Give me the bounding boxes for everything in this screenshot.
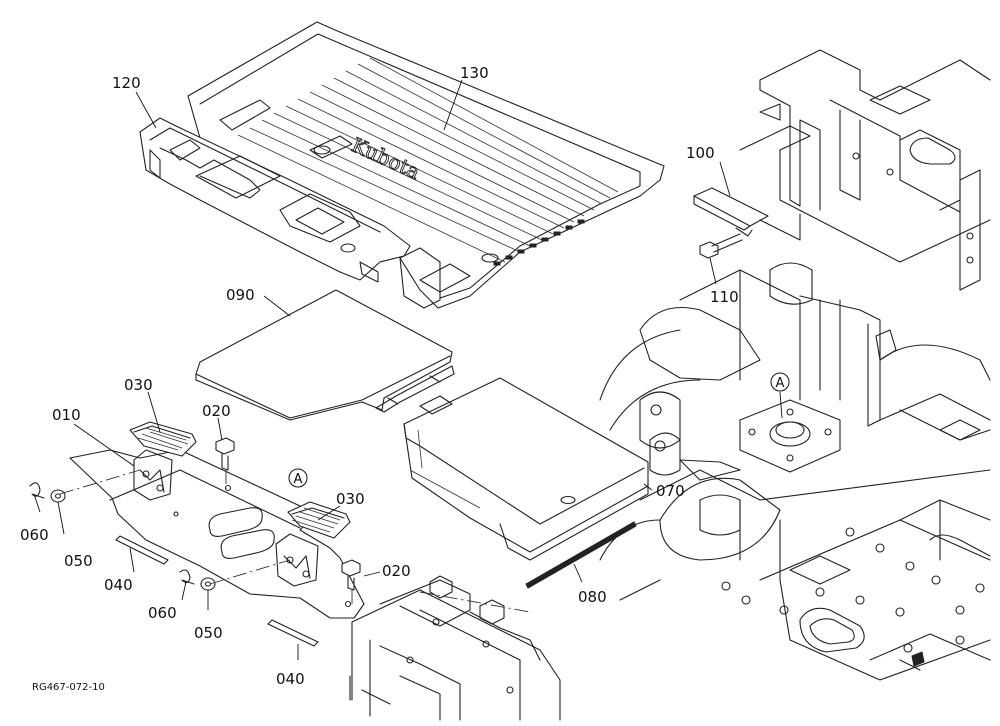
floor-mat-130: Kubota bbox=[187, 21, 665, 309]
pin-040-right bbox=[267, 619, 319, 647]
label-020-upper: 020 bbox=[202, 402, 231, 420]
label-110: 110 bbox=[710, 288, 739, 306]
label-040-left: 040 bbox=[104, 576, 133, 594]
washer-050-right bbox=[200, 577, 216, 591]
label-030-upper: 030 bbox=[124, 376, 153, 394]
seal-strip-080 bbox=[525, 521, 637, 589]
clip-060-right bbox=[179, 569, 195, 585]
floor-frame-120 bbox=[139, 117, 441, 309]
marker-a-right: A bbox=[770, 372, 790, 392]
label-060-left: 060 bbox=[20, 526, 49, 544]
washer-050-left bbox=[50, 489, 66, 503]
label-080: 080 bbox=[578, 588, 607, 606]
label-050-right: 050 bbox=[194, 624, 223, 642]
label-030-lower: 030 bbox=[336, 490, 365, 508]
label-130: 130 bbox=[460, 64, 489, 82]
label-010: 010 bbox=[52, 406, 81, 424]
bolt-110 bbox=[699, 233, 743, 259]
machine-frame bbox=[599, 49, 991, 681]
pedal-030-right bbox=[275, 501, 351, 587]
clip-060-left bbox=[29, 482, 45, 499]
drawing-reference: RG467-072-10 bbox=[32, 682, 105, 693]
leader-lines bbox=[33, 79, 783, 660]
svg-text:A: A bbox=[294, 472, 303, 487]
cover-070 bbox=[403, 377, 649, 561]
bolt-020-lower bbox=[341, 559, 361, 591]
label-100: 100 bbox=[686, 144, 715, 162]
label-040-right: 040 bbox=[276, 670, 305, 688]
label-120: 120 bbox=[112, 74, 141, 92]
pin-040-left bbox=[115, 535, 169, 565]
bracket-100 bbox=[693, 187, 769, 237]
pedal-030-left bbox=[129, 421, 197, 501]
label-090: 090 bbox=[226, 286, 255, 304]
label-070: 070 bbox=[656, 482, 685, 500]
bolt-020-upper bbox=[215, 437, 235, 471]
pedal-bracket-frame bbox=[349, 575, 561, 721]
plate-090 bbox=[195, 289, 455, 421]
svg-text:A: A bbox=[776, 376, 785, 391]
label-050-left: 050 bbox=[64, 552, 93, 570]
label-020-lower: 020 bbox=[382, 562, 411, 580]
marker-a-left: A bbox=[288, 468, 308, 488]
label-060-right: 060 bbox=[148, 604, 177, 622]
